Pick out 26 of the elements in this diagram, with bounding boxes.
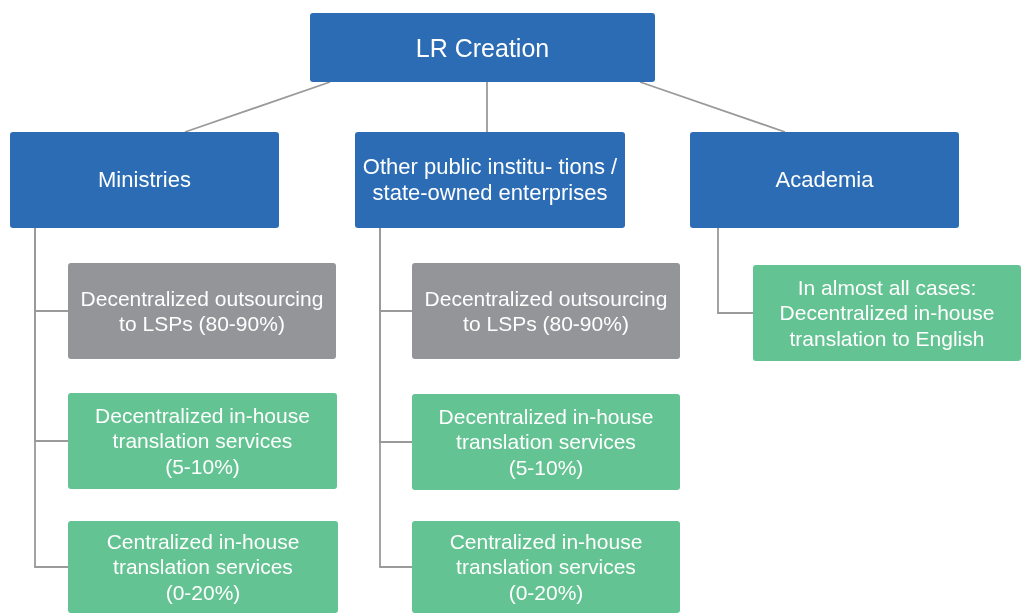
outsourcing-box xyxy=(68,263,336,359)
category-box xyxy=(10,132,279,228)
connector-line xyxy=(486,81,488,133)
box-label: Decentralized outsourcing to LSPs (80-90%) xyxy=(423,285,669,337)
category-box xyxy=(355,132,625,228)
outsourcing-box xyxy=(412,263,680,359)
category-box xyxy=(690,132,959,228)
in-house-box xyxy=(68,521,338,613)
box-label: Ministries xyxy=(97,166,192,194)
box-label: Decentralized in-house translation services (5-10%) xyxy=(94,403,311,479)
box-label: Decentralized outsourcing to LSPs (80-90%) xyxy=(79,285,325,337)
box-label: LR Creation xyxy=(414,32,551,63)
box-label: In almost all cases: Decentralized in-house translation to English xyxy=(778,275,996,351)
in-house-box xyxy=(753,265,1021,361)
box-label: Decentralized in-house translation services (5-10%) xyxy=(437,404,655,480)
box-label: Other public institu- tions / state-owned enterprises xyxy=(361,153,619,207)
connector-line xyxy=(717,227,754,314)
in-house-box xyxy=(412,394,680,490)
in-house-box xyxy=(412,521,680,613)
connector-line xyxy=(184,81,331,133)
box-label: Centralized in-house translation services (0-20%) xyxy=(448,529,644,605)
in-house-box xyxy=(68,393,337,489)
connector-line xyxy=(639,81,786,133)
box-label: Centralized in-house translation services (0-20%) xyxy=(105,529,301,605)
box-label: Academia xyxy=(774,166,875,194)
root-box xyxy=(310,13,655,82)
